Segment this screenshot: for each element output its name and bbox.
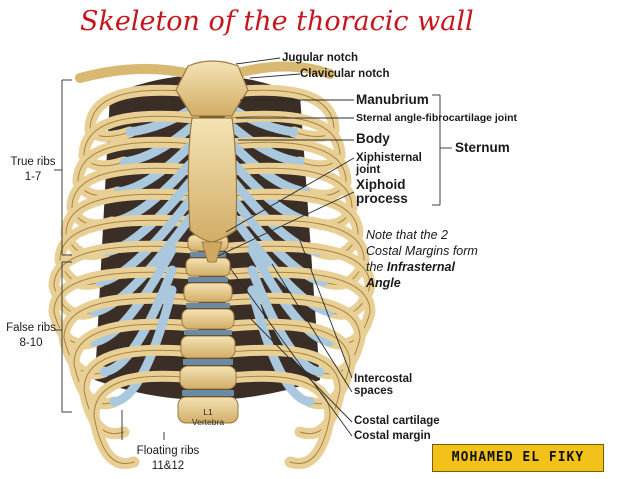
label-intercostal-line1: Intercostal bbox=[354, 373, 413, 385]
label-true-ribs-line1: True ribs bbox=[10, 156, 56, 168]
rib-outline bbox=[229, 115, 341, 167]
label-false-ribs-line2: 8-10 bbox=[19, 337, 43, 349]
rib-outline bbox=[229, 349, 341, 434]
costal-cartilage-9 bbox=[247, 265, 325, 377]
rib-outline bbox=[229, 375, 331, 464]
label-vertebra-line2: Vertebra bbox=[191, 417, 225, 427]
label-floating-ribs-line2: 11&12 bbox=[151, 460, 185, 472]
clavicle-left bbox=[75, 63, 195, 83]
label-body: Body bbox=[356, 131, 390, 146]
label-xiphoid-line2: process bbox=[356, 191, 408, 207]
label-false-ribs: False ribs 8-10 bbox=[2, 321, 60, 351]
note-line3-prefix: the bbox=[366, 260, 387, 274]
label-sternum: Sternum bbox=[455, 140, 510, 155]
note-line4: Angle bbox=[366, 275, 516, 291]
rib-outline bbox=[53, 271, 195, 345]
label-vertebra: L1 Vertebra bbox=[182, 407, 234, 427]
rib-outline bbox=[83, 349, 195, 434]
rib-outline bbox=[83, 115, 195, 167]
ribs-right bbox=[224, 84, 376, 469]
costal-cartilage-2 bbox=[119, 123, 195, 167]
label-sternal-angle: Sternal angle-fibrocartilage joint bbox=[356, 112, 518, 124]
costal-cartilage-9 bbox=[99, 265, 177, 377]
note-line2: Costal Margins form bbox=[366, 244, 478, 258]
label-manubrium: Manubrium bbox=[356, 92, 429, 107]
rib-outline bbox=[229, 89, 335, 137]
infrasternal-angle-note: Note that the 2 Costal Margins form the … bbox=[366, 227, 516, 291]
label-intercostal-spaces: Intercostal spaces bbox=[354, 373, 412, 397]
costal-cartilage-8 bbox=[89, 245, 177, 347]
clavicle-right bbox=[237, 61, 335, 79]
author-badge: MOHAMED EL FIKY bbox=[432, 444, 604, 472]
note-line3: the Infrasternal bbox=[366, 259, 516, 275]
label-floating-ribs: Floating ribs 11&12 bbox=[118, 444, 218, 474]
vertebral-column bbox=[177, 234, 239, 424]
label-xiphisternal-line1: Xiphisternal bbox=[356, 152, 422, 164]
label-xiphoid-line1: Xiphoid bbox=[356, 177, 406, 192]
label-clavicular-notch: Clavicular notch bbox=[300, 68, 390, 80]
note-line4-bold: Angle bbox=[366, 276, 401, 290]
costal-cartilage-7 bbox=[89, 213, 195, 317]
note-line3-bold: Infrasternal bbox=[386, 260, 455, 274]
ribs-left bbox=[48, 84, 200, 469]
label-floating-ribs-line1: Floating ribs bbox=[136, 445, 200, 457]
label-jugular-notch: Jugular notch bbox=[282, 52, 359, 64]
rib-outline bbox=[229, 271, 371, 345]
label-costal-cartilage: Costal cartilage bbox=[354, 415, 440, 427]
label-vertebra-line1: L1 bbox=[203, 407, 213, 417]
label-intercostal-line2: spaces bbox=[354, 385, 394, 398]
costal-cartilage-7 bbox=[229, 213, 335, 317]
label-costal-margin: Costal margin bbox=[354, 430, 431, 442]
label-xiphisternal: Xiphisternal joint bbox=[356, 152, 422, 176]
costal-cartilage-2 bbox=[229, 123, 305, 167]
note-line1: Note that the 2 bbox=[366, 228, 449, 242]
label-true-ribs-line2: 1-7 bbox=[24, 171, 42, 183]
page-title: Skeleton of the thoracic wall bbox=[80, 6, 474, 37]
label-true-ribs: True ribs 1-7 bbox=[4, 155, 62, 185]
label-false-ribs-line1: False ribs bbox=[6, 322, 56, 334]
leader-lines bbox=[54, 57, 452, 440]
costal-cartilage-8 bbox=[247, 245, 335, 347]
sternum bbox=[175, 60, 249, 263]
label-xiphoid: Xiphoid process bbox=[356, 177, 408, 207]
rib-outline bbox=[89, 89, 195, 137]
label-xiphisternal-line2: joint bbox=[356, 164, 381, 177]
rib-outline bbox=[93, 375, 195, 464]
